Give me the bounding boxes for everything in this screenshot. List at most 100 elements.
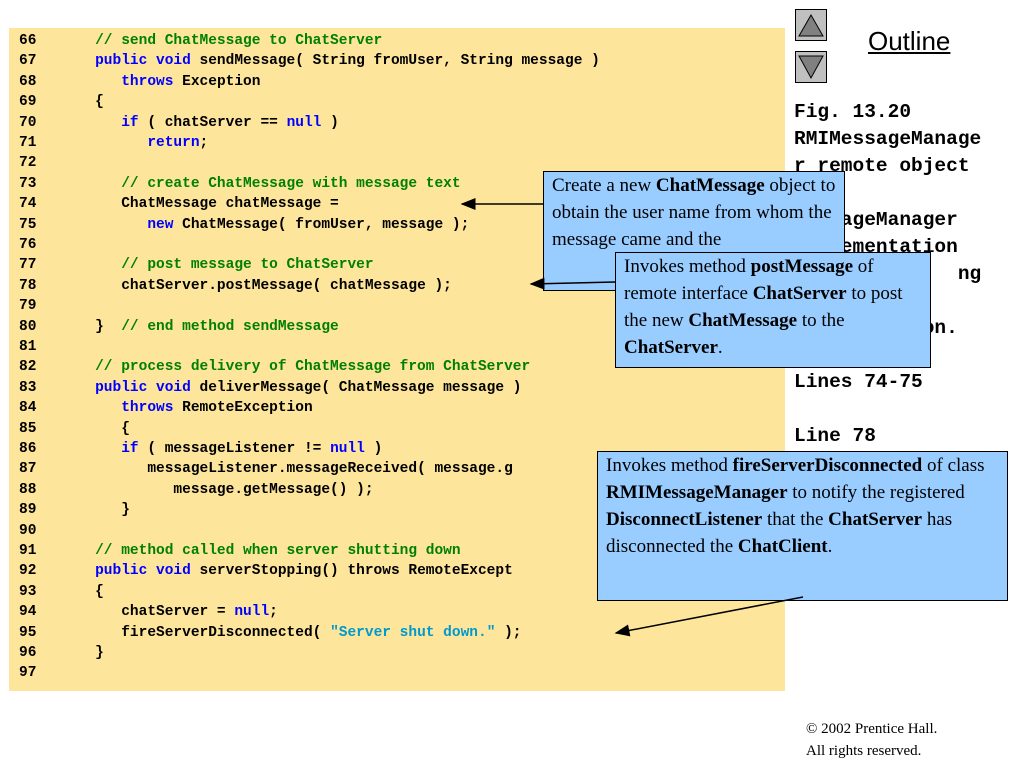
code-line: 88 message.getMessage() ); — [9, 480, 785, 500]
callout-post-message: Invokes method postMessage of remote int… — [615, 252, 931, 368]
code-line: 69 { — [9, 92, 785, 112]
line-number: 78 — [19, 277, 37, 294]
code-line: 75 new ChatMessage( fromUser, message ); — [9, 215, 785, 235]
code-line: 76 — [9, 235, 785, 255]
line-number: 71 — [19, 135, 37, 151]
code-line: 96 } — [9, 643, 785, 663]
code-text: return; — [147, 135, 209, 151]
line-number: 81 — [19, 339, 37, 355]
line-number: 96 — [19, 645, 37, 661]
triangle-down-icon — [798, 55, 824, 80]
line-number: 95 — [19, 624, 37, 641]
line-number: 83 — [19, 379, 37, 396]
code-text: { — [95, 583, 104, 600]
line-number: 66 — [19, 33, 37, 49]
line-number: 89 — [19, 502, 37, 519]
outline-link[interactable]: Outline — [868, 26, 951, 56]
code-text: { — [121, 420, 130, 437]
callout-fire-server-disconnected: Invokes method fireServerDisconnected of… — [597, 451, 1008, 601]
line-number: 97 — [19, 665, 37, 682]
code-text: new ChatMessage( fromUser, message ); — [147, 216, 470, 233]
copyright-line-1: © 2002 Prentice Hall. — [806, 721, 938, 737]
line-number: 70 — [19, 114, 37, 131]
line-number: 82 — [19, 359, 37, 376]
code-line: 74 ChatMessage chatMessage = — [9, 194, 785, 214]
code-text: } — [121, 502, 130, 519]
code-line: 81 — [9, 337, 785, 357]
code-line: 68 throws Exception — [9, 72, 785, 92]
code-text: public void serverStopping() throws Remo… — [95, 563, 513, 580]
line-number: 86 — [19, 441, 37, 457]
code-text: } // end method sendMessage — [95, 318, 339, 335]
code-line: 97 — [9, 663, 785, 683]
line-number: 85 — [19, 420, 37, 437]
code-text: chatServer = null; — [121, 604, 278, 621]
code-line: 79 — [9, 296, 785, 316]
line-number: 84 — [19, 400, 37, 417]
code-text: public void deliverMessage( ChatMessage … — [95, 379, 522, 396]
code-line: 84 throws RemoteException — [9, 398, 785, 418]
code-text: // post message to ChatServer — [121, 257, 374, 274]
code-text: messageListener.messageReceived( message… — [147, 461, 513, 478]
line-number: 74 — [19, 196, 37, 213]
code-line: 80 } // end method sendMessage — [9, 317, 785, 337]
code-text: // method called when server shutting do… — [95, 543, 461, 559]
code-line: 93 { — [9, 582, 785, 602]
copyright-line-2: All rights reserved. — [806, 743, 922, 759]
code-text: throws RemoteException — [121, 400, 313, 417]
line-number: 87 — [19, 461, 37, 478]
copyright-notice: © 2002 Prentice Hall. All rights reserve… — [806, 718, 937, 762]
line-number: 69 — [19, 94, 37, 111]
previous-slide-button[interactable] — [795, 9, 827, 41]
code-line: 86 if ( messageListener != null ) — [9, 439, 785, 459]
code-line: 87 messageListener.messageReceived( mess… — [9, 459, 785, 479]
code-line: 91 // method called when server shutting… — [9, 541, 785, 561]
code-text: public void sendMessage( String fromUser… — [95, 53, 600, 70]
line-number: 79 — [19, 298, 37, 315]
code-line: 94 chatServer = null; — [9, 602, 785, 622]
code-text: if ( chatServer == null ) — [121, 114, 339, 131]
code-line: 83 public void deliverMessage( ChatMessa… — [9, 378, 785, 398]
code-text: // send ChatMessage to ChatServer — [95, 33, 383, 49]
code-line: 82 // process delivery of ChatMessage fr… — [9, 357, 785, 377]
triangle-up-icon — [798, 13, 824, 37]
code-text: } — [95, 645, 104, 661]
code-line: 78 chatServer.postMessage( chatMessage )… — [9, 276, 785, 296]
code-line: 89 } — [9, 500, 785, 520]
line-number: 94 — [19, 604, 37, 621]
code-line: 72 — [9, 153, 785, 173]
line-number: 77 — [19, 257, 37, 274]
code-text: ChatMessage chatMessage = — [121, 196, 339, 213]
code-line: 70 if ( chatServer == null ) — [9, 113, 785, 133]
code-text: { — [95, 94, 104, 111]
code-text: // process delivery of ChatMessage from … — [95, 359, 531, 376]
code-line: 71 return; — [9, 133, 785, 153]
code-text: if ( messageListener != null ) — [121, 441, 383, 457]
code-line: 67 public void sendMessage( String fromU… — [9, 51, 785, 71]
line-number: 92 — [19, 563, 37, 580]
next-slide-button[interactable] — [795, 51, 827, 83]
code-line: 85 { — [9, 419, 785, 439]
code-line: 77 // post message to ChatServer — [9, 255, 785, 275]
line-number: 80 — [19, 318, 37, 335]
line-number: 76 — [19, 237, 37, 253]
code-text: chatServer.postMessage( chatMessage ); — [121, 277, 452, 294]
line-number: 88 — [19, 481, 37, 498]
line-number: 67 — [19, 53, 37, 70]
code-line: 92 public void serverStopping() throws R… — [9, 561, 785, 581]
code-text: // create ChatMessage with message text — [121, 175, 461, 192]
code-line: 73 // create ChatMessage with message te… — [9, 174, 785, 194]
code-text: message.getMessage() ); — [173, 481, 374, 498]
code-line: 90 — [9, 521, 785, 541]
line-number: 73 — [19, 175, 37, 192]
code-line: 95 fireServerDisconnected( "Server shut … — [9, 623, 785, 643]
line-number: 75 — [19, 216, 37, 233]
line-number: 90 — [19, 522, 37, 539]
code-text: throws Exception — [121, 73, 261, 90]
line-number: 91 — [19, 543, 37, 559]
line-number: 93 — [19, 583, 37, 600]
line-number: 72 — [19, 155, 37, 172]
line-number: 68 — [19, 73, 37, 90]
code-line: 66 // send ChatMessage to ChatServer — [9, 31, 785, 51]
code-text: fireServerDisconnected( "Server shut dow… — [121, 624, 522, 641]
